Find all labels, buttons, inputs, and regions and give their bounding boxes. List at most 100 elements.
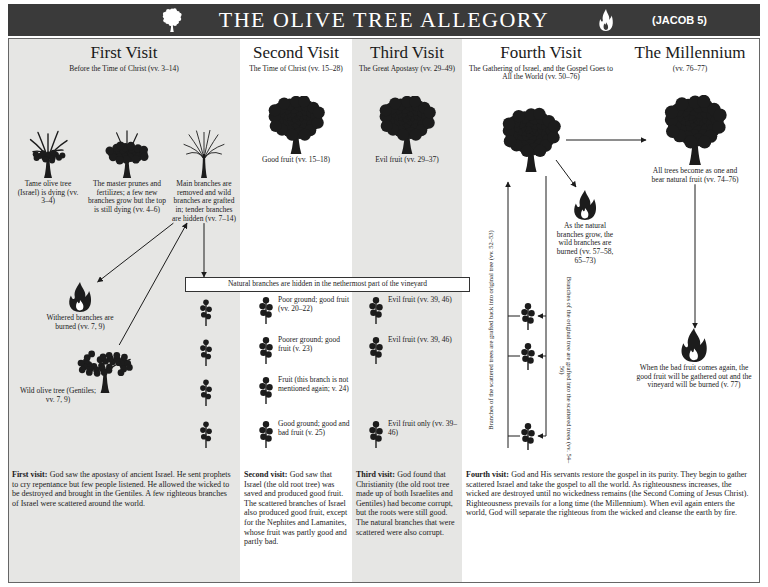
leaf	[299, 129, 311, 141]
leaf	[51, 150, 57, 156]
figure-caption: Good ground; good and bad fruit (v. 25)	[278, 420, 350, 437]
leaf	[259, 303, 265, 309]
column-ground	[8, 38, 240, 583]
leaf	[126, 364, 133, 371]
vertical-label: Branches of the original tree are grafte…	[559, 275, 574, 465]
figure-caption: Wild olive tree (Gentiles; vv. 7, 9)	[18, 387, 98, 404]
leaf	[397, 129, 409, 141]
leaf	[121, 354, 128, 361]
figure-caption: Fruit (this branch is not mentioned agai…	[278, 376, 350, 393]
leaf	[205, 394, 211, 400]
branch-figure: Evil fruit only (vv. 39–46)	[368, 420, 460, 448]
leaf	[169, 22, 173, 26]
column-heading: The Millennium	[620, 38, 760, 63]
column-subtitle: The Great Apostasy (vv. 29–49)	[352, 63, 462, 74]
leaf	[675, 97, 688, 110]
band-box: Natural branches are hidden in the nethe…	[185, 277, 470, 292]
summary-text: Second visit:	[244, 470, 287, 479]
arrow-line	[556, 160, 576, 187]
leaf	[166, 9, 170, 13]
figure-icon	[679, 328, 709, 362]
visit-summary: Second visit:God saw that Israel (the ol…	[244, 470, 348, 547]
leaf	[203, 421, 209, 427]
summary-text: First visit:	[12, 470, 47, 479]
flame-inner	[604, 22, 609, 30]
leaf	[200, 305, 206, 311]
band-text: Natural branches are hidden in the nethe…	[190, 280, 465, 289]
bracket-line	[546, 176, 547, 436]
leaf	[42, 157, 48, 163]
leaf	[259, 383, 265, 389]
figure-caption: All trees become as one and bear natural…	[650, 167, 740, 184]
leaf	[380, 104, 392, 116]
figure-icon	[258, 296, 274, 324]
figure	[200, 379, 212, 406]
branch	[204, 152, 222, 158]
figure-caption: When the bad fruit comes again, the good…	[634, 364, 754, 390]
leaf	[132, 155, 140, 163]
leaf	[40, 150, 46, 156]
leaf	[163, 12, 167, 16]
flame-inner	[581, 208, 588, 219]
figure-caption: Evil fruit only (vv. 39–46)	[388, 420, 460, 437]
summary-holder: Second visit:God saw that Israel (the ol…	[244, 470, 348, 547]
figure	[259, 297, 272, 324]
column-heading: First Visit	[8, 38, 240, 63]
leaf	[259, 427, 265, 433]
leaf	[521, 309, 527, 315]
summary-text: Fourth visit:	[466, 470, 509, 479]
leaf	[265, 311, 271, 317]
visit-summary: Fourth visit:God and His servants restor…	[466, 470, 756, 518]
figure-caption: Withered branches are burned (vv. 7, 9)	[40, 314, 120, 331]
branch	[187, 152, 205, 158]
visit-column: Tame olive tree (Israel) is dying (vv. 3…	[8, 38, 240, 583]
branch-figure: Evil fruit (vv. 39, 46)	[368, 336, 460, 364]
leaf	[698, 135, 711, 148]
figure-caption: Tame olive tree (Israel) is dying (vv. 3…	[14, 180, 82, 206]
branch-figure: Fruit (this branch is not mentioned agai…	[258, 376, 350, 404]
figure-caption: Main branches are removed and wild branc…	[170, 180, 238, 223]
leaf	[206, 346, 212, 352]
header-bar	[8, 4, 760, 36]
leaf	[684, 135, 697, 148]
figure	[163, 8, 182, 32]
leaf	[528, 430, 534, 436]
tree-figure: Evil fruit (vv. 29–37)	[372, 96, 442, 165]
leaf	[376, 304, 382, 310]
leaf	[263, 297, 269, 303]
figure-place	[163, 8, 182, 32]
leaf	[381, 120, 393, 132]
tree-figure: Main branches are removed and wild branc…	[170, 130, 238, 223]
figure	[200, 421, 212, 448]
figure-caption: Evil fruit (vv. 39, 46)	[388, 336, 460, 345]
figure	[574, 190, 596, 220]
leaf	[409, 96, 421, 107]
title-holder: THE OLIVE TREE ALLEGORY	[8, 4, 760, 36]
figure-icon	[23, 130, 73, 178]
figure-icon	[77, 345, 133, 393]
figure	[682, 328, 707, 362]
figure	[369, 337, 382, 364]
leaf	[265, 435, 271, 441]
flame	[682, 328, 707, 362]
figure	[521, 343, 534, 370]
figure-icon	[258, 376, 274, 404]
leaf	[140, 153, 148, 161]
bracket-tick	[538, 356, 546, 357]
flame-inner	[76, 300, 83, 311]
leaf	[503, 117, 515, 129]
figure-place	[521, 303, 534, 330]
leaf	[101, 369, 108, 376]
figure	[259, 421, 272, 448]
leaf	[375, 435, 381, 441]
leaf	[118, 369, 125, 376]
connector	[695, 184, 696, 328]
leaf	[88, 351, 95, 358]
leaf	[200, 427, 206, 433]
leaf	[269, 104, 281, 116]
figure	[521, 423, 534, 450]
leaf	[373, 421, 379, 427]
leaf	[525, 303, 531, 309]
flame	[574, 190, 596, 220]
tree-figure: Wild olive tree (Gentiles; vv. 7, 9)	[18, 345, 133, 404]
